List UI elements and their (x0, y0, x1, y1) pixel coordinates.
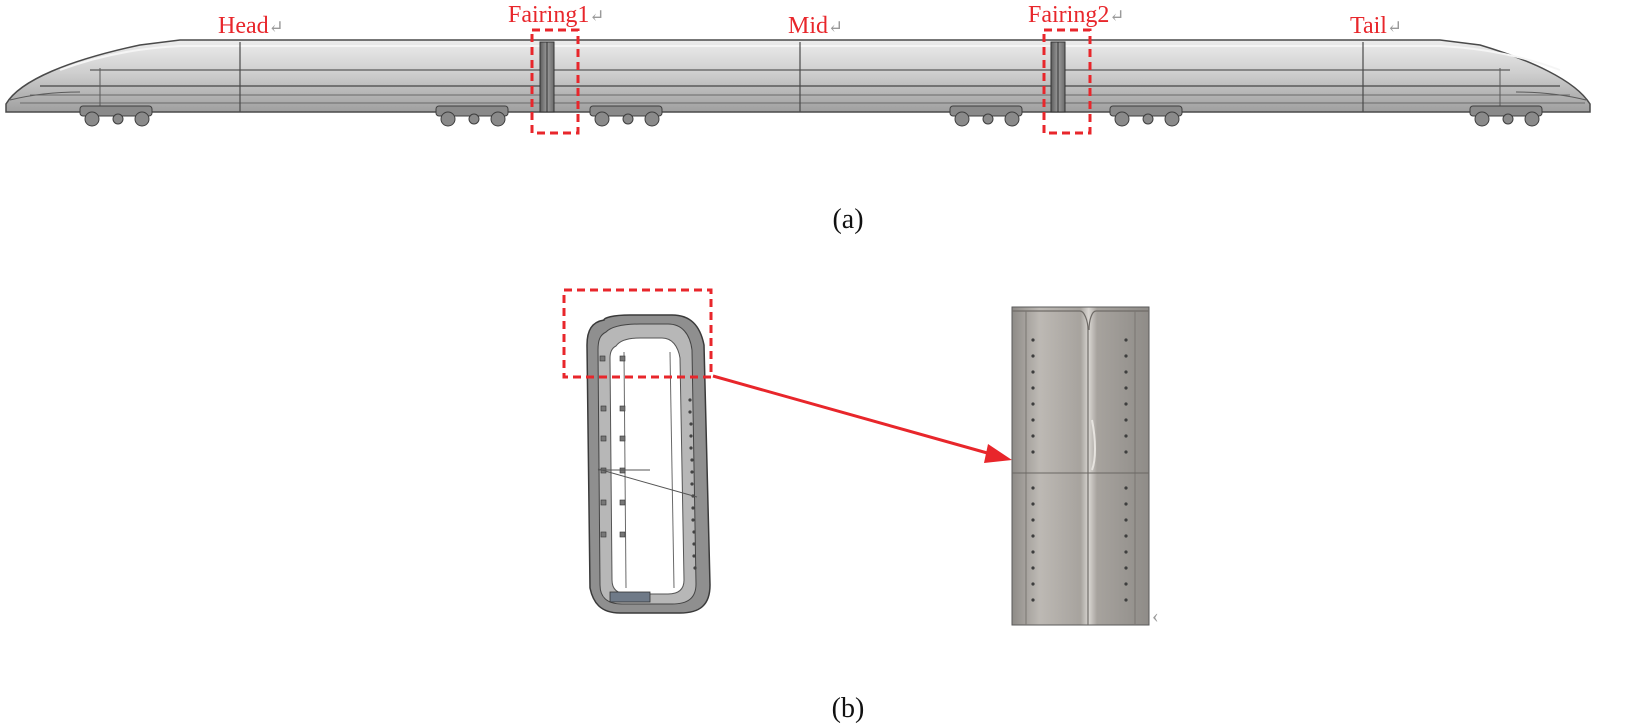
bogie-5 (1109, 105, 1183, 127)
bogies (79, 105, 1543, 127)
detail-rivets-left (1031, 338, 1035, 602)
train-body (5, 39, 1591, 113)
bogie-4 (949, 105, 1023, 127)
label-mid: Mid↵ (788, 13, 843, 39)
caption-b: (b) (832, 693, 865, 724)
bogie-2 (435, 105, 509, 127)
detail-rivets-right (1124, 338, 1128, 602)
caption-a: (a) (832, 204, 863, 235)
fairing2-highlight-box (1042, 28, 1092, 135)
bogie-3 (589, 105, 663, 127)
label-tail: Tail↵ (1350, 13, 1402, 39)
label-fairing1: Fairing1↵ (508, 2, 604, 28)
panel-a: Head↵ Fairing1↵ Mid↵ Fairing2↵ Tail↵ (a) (5, 2, 1591, 235)
fairing-detail-view: ‹ (1011, 306, 1159, 627)
panel-b: ‹ (b) (562, 288, 1159, 724)
section-labels: Head↵ Fairing1↵ Mid↵ Fairing2↵ Tail↵ (218, 2, 1402, 39)
bogie-6 (1469, 105, 1543, 127)
fairing1-ring (539, 41, 555, 113)
fairing-ring-3d (586, 314, 711, 614)
fairing1-highlight-box (530, 28, 580, 135)
label-head: Head↵ (218, 13, 284, 39)
train-outline (5, 39, 1591, 113)
label-fairing2: Fairing2↵ (1028, 2, 1124, 28)
detail-return-mark: ‹ (1152, 605, 1159, 627)
zoom-arrow (712, 374, 1012, 463)
fairing2-ring (1050, 41, 1066, 113)
bogie-1 (79, 105, 153, 127)
